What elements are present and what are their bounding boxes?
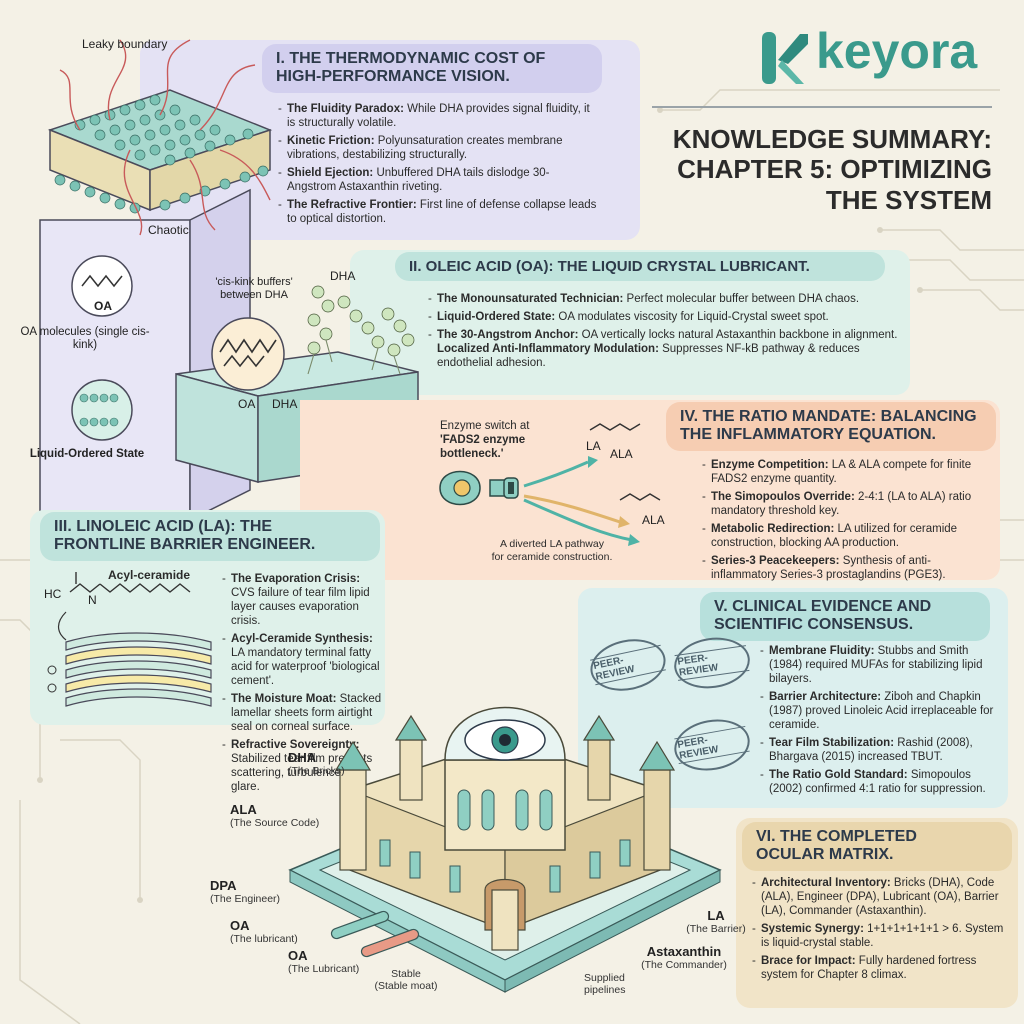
enzyme-switch-line-1: Enzyme switch at: [440, 420, 530, 432]
section-2-bullets: The Monounsaturated Technician: Perfect …: [428, 292, 898, 374]
castle-label-dpa: DPA(The Engineer): [210, 878, 281, 905]
oa-zoom-circle: [211, 317, 285, 391]
section-1-bullets: The Fluidity Paradox: While DHA provides…: [278, 102, 598, 230]
section-1-title-line-1: I. THE THERMODYNAMIC COST OF: [276, 50, 546, 67]
section-4-bullet: Enzyme Competition: LA & ALA compete for…: [702, 458, 990, 486]
section-4-bullets: Enzyme Competition: LA & ALA compete for…: [702, 458, 990, 586]
section-5-bullet: Barrier Architecture: Ziboh and Chapkin …: [760, 690, 996, 732]
section-3-bullet: Acyl-Ceramide Synthesis: LA mandatory te…: [222, 632, 382, 688]
section-3-title: III. LINOLEIC ACID (LA): THE FRONTLINE B…: [40, 512, 380, 561]
diverted-pathway-label: A diverted LA pathway for ceramide const…: [472, 538, 632, 563]
section-1-title: I. THE THERMODYNAMIC COST OF HIGH-PERFOR…: [262, 44, 602, 93]
castle-label-astaxanthin: Astaxanthin(The Commander): [641, 944, 727, 971]
oa-molecules-label: OA molecules (single cis-kink): [20, 326, 150, 352]
section-4-title-line-1: IV. THE RATIO MANDATE: BALANCING: [680, 408, 977, 425]
section-3-title-line-1: III. LINOLEIC ACID (LA): THE: [54, 518, 273, 535]
section-5-bullet: Tear Film Stabilization: Rashid (2008), …: [760, 736, 996, 764]
ala-label: ALA: [610, 447, 633, 461]
section-4-title-line-2: THE INFLAMMATORY EQUATION.: [680, 426, 936, 444]
brand-logo: keyora: [760, 26, 990, 90]
n-label: N: [88, 593, 97, 607]
section-6-bullet: Architectural Inventory: Bricks (DHA), C…: [752, 876, 1010, 918]
section-5-title: V. CLINICAL EVIDENCE AND SCIENTIFIC CONS…: [700, 592, 990, 641]
section-6-bullet: Systemic Synergy: 1+1+1+1+1+1 > 6. Syste…: [752, 922, 1010, 950]
enzyme-switch-illustration: LA ALA ALA: [439, 423, 665, 546]
castle-label-stable: Stable(Stable moat): [374, 968, 438, 992]
section-1-bullet: Kinetic Friction: Polyunsaturation creat…: [278, 134, 598, 162]
section-1-bullet: The Refractive Frontier: First line of d…: [278, 198, 598, 226]
brand-name: keyora: [816, 23, 978, 79]
acyl-ceramide-label: Acyl-ceramide: [108, 568, 191, 582]
oa-molecule-circle: [71, 255, 133, 317]
section-4-bullet: Series-3 Peacekeepers: Synthesis of anti…: [702, 554, 990, 582]
enzyme-switch-line-2: 'FADS2 enzyme: [440, 433, 526, 446]
diverted-line-1: A diverted LA pathway: [500, 538, 604, 550]
summary-heading: KNOWLEDGE SUMMARY: CHAPTER 5: OPTIMIZING…: [652, 106, 992, 215]
dha-top-label: DHA: [330, 269, 355, 283]
ala-lower-label: ALA: [642, 513, 665, 527]
oa-circle-label: OA: [94, 299, 112, 313]
cis-kink-label: 'cis-kink buffers' between DHA: [215, 276, 293, 301]
section-4-bullet: The Simopoulos Override: 2-4:1 (LA to AL…: [702, 490, 990, 518]
section-1-title-line-2: HIGH-PERFORMANCE VISION.: [276, 68, 510, 86]
acyl-ceramide-illustration: HC N: [44, 572, 212, 707]
castle-label-la: LA(The Barrier): [686, 908, 746, 935]
oa-block-label: OA: [238, 397, 255, 411]
section-1-bullet: The Fluidity Paradox: While DHA provides…: [278, 102, 598, 130]
section-6-title-line-2: OCULAR MATRIX.: [756, 846, 894, 864]
section-3-bullet: The Moisture Moat: Stacked lamellar shee…: [222, 692, 382, 734]
la-label: LA: [586, 439, 601, 453]
keyora-logo-icon: [762, 32, 808, 84]
section-1-bullet: Shield Ejection: Unbuffered DHA tails di…: [278, 166, 598, 194]
hc-label: HC: [44, 587, 62, 601]
diverted-line-2: for ceramide construction.: [491, 550, 613, 563]
section-6-title: VI. THE COMPLETED OCULAR MATRIX.: [742, 822, 1012, 871]
section-4-bullet: Metabolic Redirection: LA utilized for c…: [702, 522, 990, 550]
section-3-title-line-2: FRONTLINE BARRIER ENGINEER.: [54, 536, 316, 554]
section-3-bullet: The Evaporation Crisis: CVS failure of t…: [222, 572, 382, 628]
section-5-bullet: The Ratio Gold Standard: Simopoulos (200…: [760, 768, 996, 796]
section-6-title-line-1: VI. THE COMPLETED: [756, 828, 917, 845]
dha-block-label: DHA: [272, 397, 297, 411]
ocular-fortress-illustration: [288, 706, 722, 993]
liquid-ordered-circle: [71, 379, 133, 441]
castle-label-oa-1: OA(The lubricant): [230, 918, 298, 945]
summary-line-1: KNOWLEDGE SUMMARY:: [672, 124, 992, 154]
section-3-bullet: Refractive Sovereignty: Stabilized tear …: [222, 738, 382, 794]
enzyme-switch-label: Enzyme switch at 'FADS2 enzyme bottlenec…: [440, 420, 570, 461]
section-2-title: II. OLEIC ACID (OA): THE LIQUID CRYSTAL …: [395, 252, 885, 282]
section-3-bullets: The Evaporation Crisis: CVS failure of t…: [222, 572, 382, 798]
castle-label-dha: DHA(The Bricks): [288, 750, 345, 777]
summary-line-2: CHAPTER 5: OPTIMIZING: [677, 154, 992, 185]
section-5-bullet: Membrane Fluidity: Stubbs and Smith (198…: [760, 644, 996, 686]
section-4-title: IV. THE RATIO MANDATE: BALANCING THE INF…: [666, 402, 996, 451]
section-6-bullet: Brace for Impact: Fully hardened fortres…: [752, 954, 1010, 982]
section-5-bullets: Membrane Fluidity: Stubbs and Smith (198…: [760, 644, 996, 800]
section-2-bullet: The 30-Angstrom Anchor: OA vertically lo…: [428, 328, 898, 370]
liquid-ordered-label: Liquid-Ordered State: [29, 448, 145, 460]
leaky-boundary-label: Leaky boundary: [82, 37, 167, 51]
section-6-bullets: Architectural Inventory: Bricks (DHA), C…: [752, 876, 1010, 986]
section-5-title-line-1: V. CLINICAL EVIDENCE AND: [714, 598, 932, 615]
castle-label-oa-2: OA(The Lubricant): [288, 948, 360, 975]
section-5-title-line-2: SCIENTIFIC CONSENSUS.: [714, 616, 914, 634]
chaotic-label: Chaotic: [148, 223, 189, 237]
section-2-bullet: The Monounsaturated Technician: Perfect …: [428, 292, 898, 306]
enzyme-switch-line-3: bottleneck.': [440, 447, 504, 460]
castle-label-ala: ALA(The Source Code): [230, 802, 320, 829]
section-2-bullet: Liquid-Ordered State: OA modulates visco…: [428, 310, 898, 324]
summary-line-3: THE SYSTEM: [825, 184, 992, 215]
